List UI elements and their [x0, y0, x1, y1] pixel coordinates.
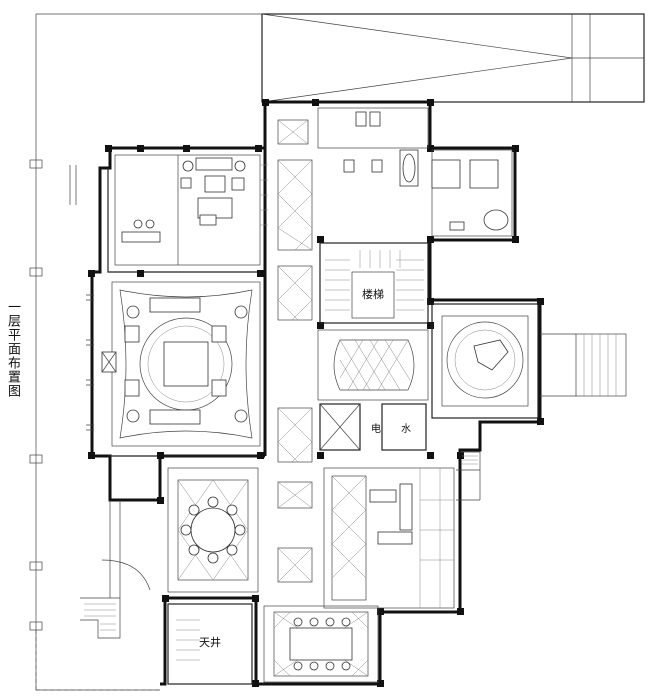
bathrooms	[317, 107, 429, 187]
stair: 楼梯	[319, 242, 429, 324]
side-stair	[460, 451, 481, 470]
site-boundary	[29, 13, 262, 691]
dining-room	[167, 467, 259, 593]
drawing-title: 一层平面布置图	[5, 300, 20, 398]
courtyard: 天井	[167, 603, 253, 685]
corridor-panels	[277, 119, 313, 583]
garage-ramp	[261, 13, 645, 103]
central-foyer	[317, 329, 429, 401]
study-room	[114, 154, 268, 266]
piano-room	[431, 303, 627, 419]
structural-columns	[88, 99, 544, 687]
exterior-steps	[80, 500, 151, 639]
kitchen	[323, 467, 481, 609]
formal-dining	[263, 605, 379, 683]
living-room	[101, 281, 261, 447]
main-walls	[90, 100, 542, 686]
bedroom	[431, 149, 513, 237]
service-core: 电 水	[319, 403, 427, 451]
courtyard-label: 天井	[199, 635, 221, 649]
stair-label: 楼梯	[362, 287, 384, 301]
elevator-label: 电	[371, 422, 381, 435]
water-label: 水	[401, 423, 411, 435]
left-windows	[69, 165, 94, 431]
